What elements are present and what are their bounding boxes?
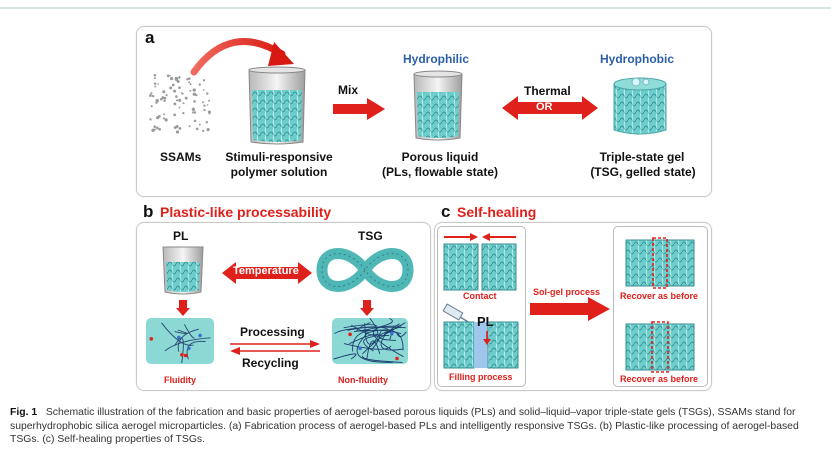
- panel-c-label: c: [441, 202, 451, 221]
- filling-down-arrow-icon: [483, 331, 491, 345]
- beaker-porous-liquid-icon: [413, 70, 463, 141]
- panel-a-label: a: [145, 28, 155, 47]
- thermal-double-arrow-icon: [502, 96, 598, 120]
- porous-label-1: Porous liquid: [401, 150, 479, 164]
- caption-text: Schematic illustration of the fabricatio…: [10, 407, 799, 445]
- contact-arrows-icon: [444, 233, 516, 241]
- mix-arrow-icon: [333, 98, 385, 120]
- fluidity-label: Fluidity: [164, 375, 196, 385]
- right-subpanel: [613, 226, 708, 387]
- pl-fill-label: PL: [477, 314, 494, 329]
- recycling-label: Recycling: [242, 356, 299, 370]
- processing-arrow-icon: [230, 340, 320, 348]
- filling-blocks-icon: [443, 321, 519, 369]
- porous-label-2: (PLs, flowable state): [381, 165, 499, 179]
- panel-b-title: Plastic-like processability: [160, 204, 332, 220]
- recover-label-2: Recover as before: [620, 374, 699, 384]
- panel-c-title: Self-healing: [457, 204, 537, 220]
- infinity-gel-icon: [316, 248, 414, 292]
- processing-label: Processing: [240, 325, 305, 339]
- beaker-pl-icon: [162, 246, 204, 295]
- curved-arrow-icon: [190, 38, 294, 76]
- recovered-block-1-icon: [625, 237, 695, 289]
- ssam-particles-icon: [149, 74, 211, 134]
- figure-caption: Fig. 1 Schematic illustration of the fab…: [10, 406, 825, 447]
- down-arrow-right-icon: [360, 300, 374, 316]
- panel-b-label: b: [143, 202, 154, 221]
- mix-label: Mix: [338, 83, 359, 97]
- hydrophobic-label: Hydrophobic: [600, 52, 674, 66]
- thermal-label: Thermal: [524, 84, 571, 98]
- temperature-double-arrow-icon: [222, 262, 312, 284]
- down-arrow-left-icon: [176, 300, 190, 316]
- filling-process-label: Filling process: [449, 372, 513, 382]
- contact-label: Contact: [463, 291, 497, 301]
- recover-label-1: Recover as before: [620, 291, 699, 301]
- sol-gel-label: Sol-gel process: [533, 287, 601, 297]
- recovered-block-2-icon: [625, 321, 695, 373]
- contact-blocks-icon: [443, 243, 517, 291]
- tsg-label-2: (TSG, gelled state): [590, 165, 696, 179]
- hydrophilic-label: Hydrophilic: [403, 52, 470, 66]
- tsg-b-label: TSG: [358, 229, 383, 243]
- recycling-arrow-icon: [230, 347, 320, 355]
- non-fluidity-label: Non-fluidity: [338, 375, 388, 385]
- polymer-label-2: polymer solution: [230, 165, 328, 179]
- ssams-label: SSAMs: [160, 150, 202, 164]
- beaker-polymer-icon: [248, 66, 306, 145]
- or-label: OR: [536, 101, 553, 113]
- top-divider: [0, 7, 831, 9]
- polymer-label-1: Stimuli-responsive: [225, 150, 333, 164]
- pl-label: PL: [173, 229, 189, 243]
- fluidity-chains-icon: [146, 318, 214, 364]
- sol-gel-arrow-icon: [530, 297, 610, 321]
- left-subpanel: [437, 226, 526, 387]
- tsg-cylinder-icon: [613, 77, 667, 135]
- caption-fig-label: Fig. 1: [10, 407, 38, 418]
- non-fluidity-network-icon: [332, 317, 408, 364]
- tsg-label-1: Triple-state gel: [599, 150, 685, 164]
- temperature-label: Temperature: [233, 265, 299, 277]
